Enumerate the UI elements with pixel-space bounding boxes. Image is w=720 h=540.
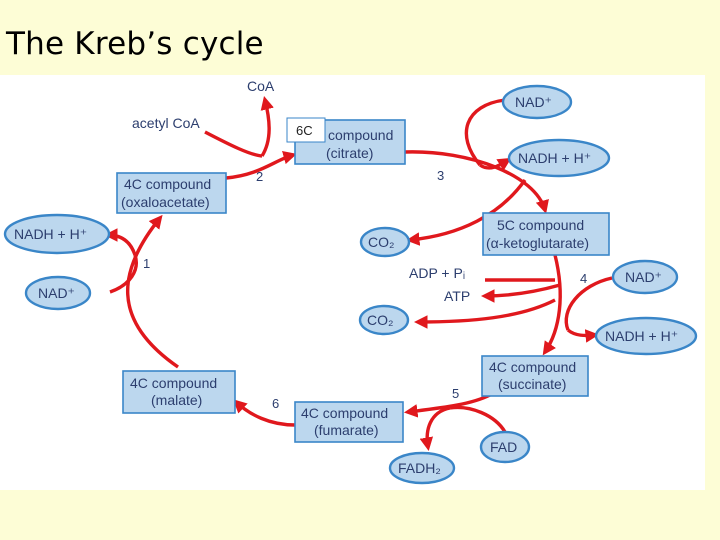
arrow-step3-co2 bbox=[405, 179, 527, 246]
svg-text:NAD⁺: NAD⁺ bbox=[515, 94, 552, 110]
svg-text:FADH₂: FADH₂ bbox=[398, 460, 441, 476]
arrow-step2-acetyl-in bbox=[204, 130, 263, 158]
svg-text:(malate): (malate) bbox=[151, 392, 202, 408]
molecule-nadh-step1: NADH + H⁺ bbox=[3, 213, 111, 255]
label-coa: CoA bbox=[247, 78, 275, 94]
svg-text:CO₂: CO₂ bbox=[368, 234, 394, 250]
label-adp-pi: ADP + Pᵢ bbox=[409, 265, 465, 281]
molecule-co2-step4: CO₂ bbox=[358, 304, 410, 336]
arrow-step1-nadh-out bbox=[103, 228, 137, 256]
arrow-step3-nad-in bbox=[464, 98, 506, 167]
svg-text:NADH + H⁺: NADH + H⁺ bbox=[605, 328, 678, 344]
molecule-co2-step3: CO₂ bbox=[359, 226, 411, 258]
molecule-nadh-step4: NADH + H⁺ bbox=[594, 316, 698, 356]
compound-malate: 4C compound (malate) bbox=[122, 370, 236, 414]
compound-ketoglutarate: 5C compound (α-ketoglutarate) bbox=[482, 212, 610, 256]
svg-text:NAD⁺: NAD⁺ bbox=[625, 269, 662, 285]
step-number-4: 4 bbox=[580, 271, 587, 286]
svg-text:CO₂: CO₂ bbox=[367, 312, 393, 328]
arrow-step4-co2 bbox=[413, 298, 556, 329]
svg-text:(citrate): (citrate) bbox=[326, 145, 373, 161]
arrow-step2 bbox=[225, 151, 297, 180]
arrow-step5-fad-in bbox=[449, 405, 507, 433]
svg-text:NAD⁺: NAD⁺ bbox=[38, 285, 75, 301]
arrow-step3-nadh-out bbox=[479, 157, 512, 171]
compound-citrate: 6C compound (citrate) bbox=[286, 117, 406, 165]
svg-text:4C compound: 4C compound bbox=[301, 405, 388, 421]
step-number-2: 2 bbox=[256, 169, 263, 184]
label-atp: ATP bbox=[444, 288, 470, 304]
svg-text:4C compound: 4C compound bbox=[489, 359, 576, 375]
step-number-3: 3 bbox=[437, 168, 444, 183]
arrow-step6 bbox=[233, 399, 296, 427]
svg-text:(succinate): (succinate) bbox=[498, 376, 566, 392]
step-number-6: 6 bbox=[272, 396, 279, 411]
compound-succinate: 4C compound (succinate) bbox=[481, 355, 589, 397]
arrow-step4-nad-in bbox=[564, 276, 613, 331]
arrow-step4-atp bbox=[480, 283, 561, 303]
arrow-step1 bbox=[125, 214, 179, 369]
svg-text:5C compound: 5C compound bbox=[497, 217, 584, 233]
arrow-step5-fadh2-out bbox=[419, 406, 451, 452]
svg-text:(α-ketoglutarate): (α-ketoglutarate) bbox=[486, 235, 589, 251]
svg-text:NADH + H⁺: NADH + H⁺ bbox=[14, 226, 87, 242]
compound-fumarate: 4C compound (fumarate) bbox=[294, 401, 404, 443]
arrow-step4-nadh-out bbox=[566, 328, 600, 343]
svg-text:4C compound: 4C compound bbox=[130, 375, 217, 391]
arrow-step4 bbox=[542, 254, 562, 356]
molecule-nad-step4: NAD⁺ bbox=[611, 259, 679, 295]
svg-text:4C compound: 4C compound bbox=[124, 176, 211, 192]
slide-title: The Kreb’s cycle bbox=[6, 26, 264, 62]
arrow-step5 bbox=[403, 393, 491, 418]
step-number-5: 5 bbox=[452, 386, 459, 401]
molecule-nad-step1: NAD⁺ bbox=[24, 275, 92, 311]
svg-text:compound: compound bbox=[328, 127, 393, 143]
svg-text:NADH + H⁺: NADH + H⁺ bbox=[518, 150, 591, 166]
molecule-fad: FAD bbox=[479, 430, 531, 464]
molecule-nadh-step3: NADH + H⁺ bbox=[507, 138, 611, 178]
citrate-carbon-tag: 6C bbox=[296, 123, 313, 138]
compound-oxaloacetate: 4C compound (oxaloacetate) bbox=[116, 172, 227, 214]
svg-text:FAD: FAD bbox=[490, 439, 517, 455]
svg-text:(oxaloacetate): (oxaloacetate) bbox=[121, 194, 210, 210]
arrow-step2-coa-out bbox=[260, 96, 274, 157]
step-number-1: 1 bbox=[143, 256, 150, 271]
molecule-fadh2: FADH₂ bbox=[388, 451, 456, 485]
molecule-nad-step3: NAD⁺ bbox=[501, 84, 573, 120]
svg-text:(fumarate): (fumarate) bbox=[314, 422, 379, 438]
label-acetyl-coa: acetyl CoA bbox=[132, 115, 200, 131]
arrow-step1-nad-in bbox=[109, 254, 138, 294]
